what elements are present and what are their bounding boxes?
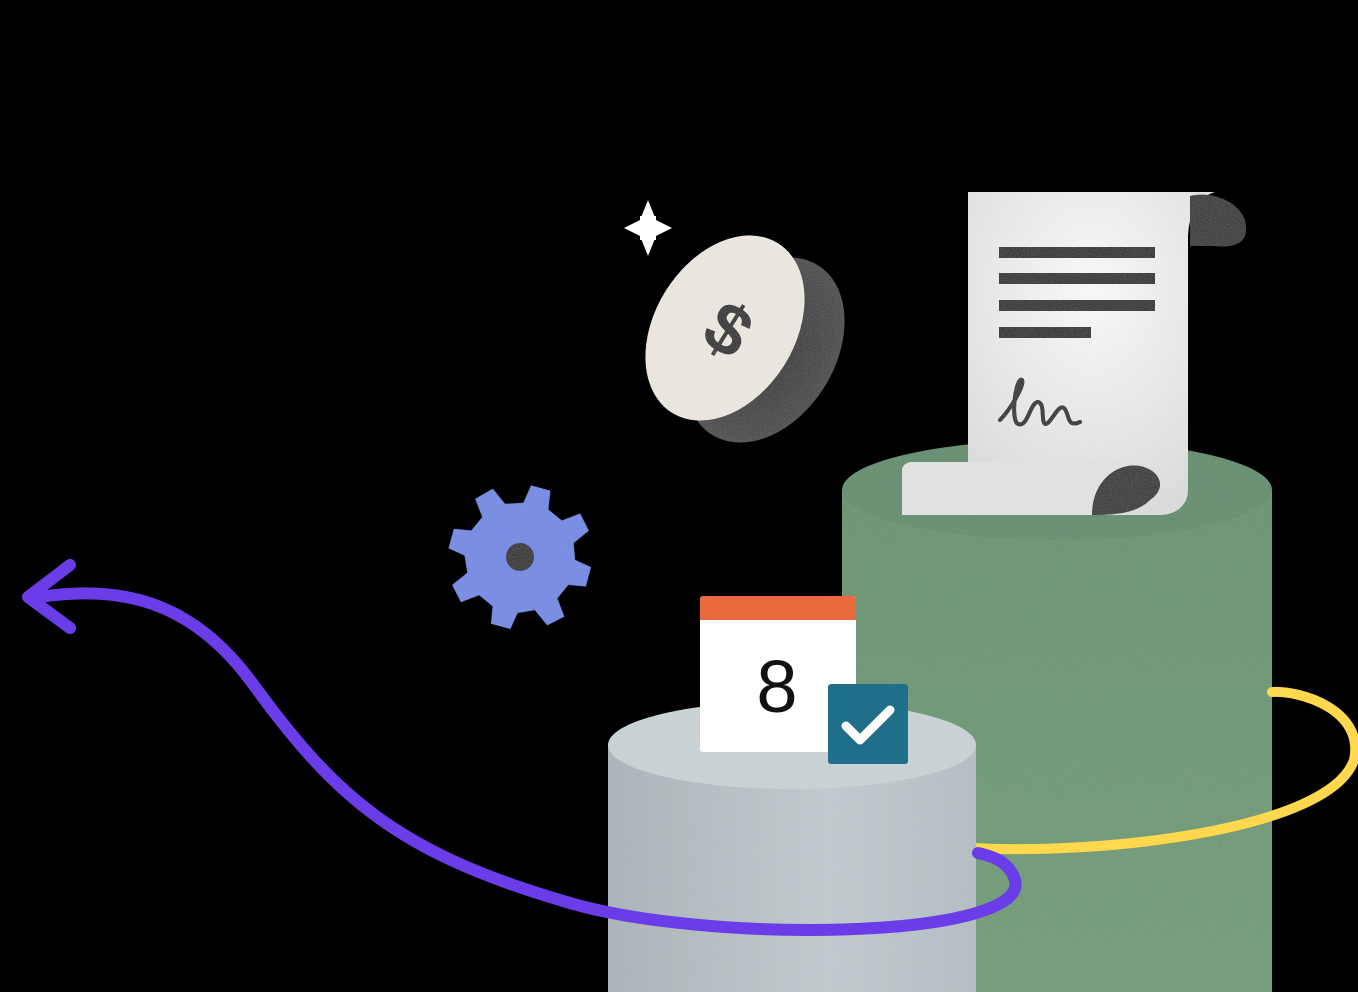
yellow-ring — [970, 686, 1358, 855]
arrow-left-icon — [22, 559, 1022, 936]
dollar-coin-icon: $ — [645, 235, 845, 443]
calendar-day: 8 — [756, 645, 797, 728]
checkbox-icon — [828, 684, 908, 764]
sparkle-icon — [624, 200, 672, 256]
gear-icon — [448, 485, 592, 629]
signature-mark — [998, 377, 1082, 427]
calendar-icon: 8 — [700, 596, 856, 752]
signed-document-icon — [902, 192, 1247, 515]
